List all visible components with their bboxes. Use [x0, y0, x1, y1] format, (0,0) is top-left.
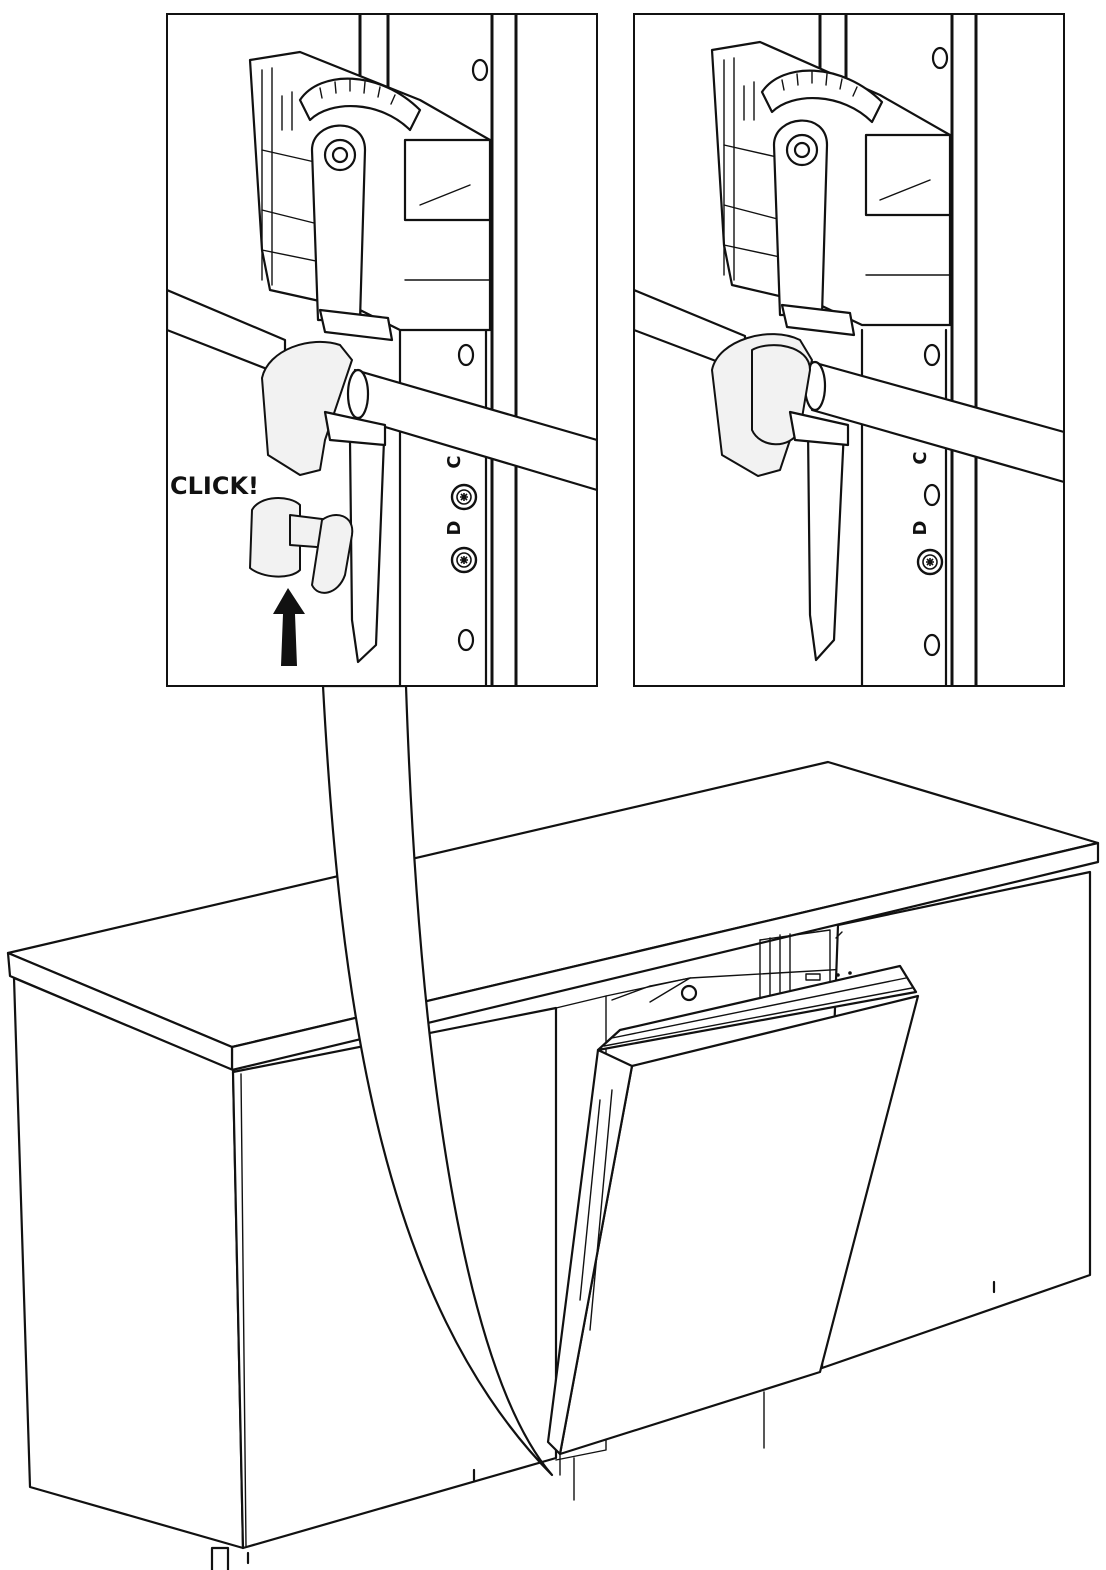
rail-letter-c: C: [444, 455, 465, 468]
screw-icon: [450, 483, 478, 511]
click-callout-text: CLICK!: [170, 472, 259, 500]
hinge-arm: [310, 124, 367, 322]
click-clip-piece: [249, 497, 301, 578]
rail-letter-c: C: [910, 451, 931, 464]
left-cabinet-side: [12, 976, 245, 1550]
screw-icon: [916, 548, 944, 576]
hinge-gear: [760, 69, 884, 124]
hinge-bolt: [680, 984, 698, 1002]
hinge-clip: [261, 340, 353, 476]
cabinet-foot: [210, 1546, 230, 1570]
screw-icon: [450, 546, 478, 574]
kitchen-cabinet-scene: [6, 684, 1100, 1570]
hinge-arm: [772, 119, 829, 317]
rail-letter-d: D: [444, 521, 465, 536]
left-cabinet-door: [231, 1006, 558, 1550]
up-arrow-icon: [273, 588, 305, 666]
detail-panel-before: C D: [166, 13, 598, 687]
hinge-gear: [298, 77, 422, 132]
rail-letter-d: D: [910, 521, 931, 536]
callout-ribbon: [321, 684, 554, 1477]
detail-panel-after: C D: [633, 13, 1065, 687]
